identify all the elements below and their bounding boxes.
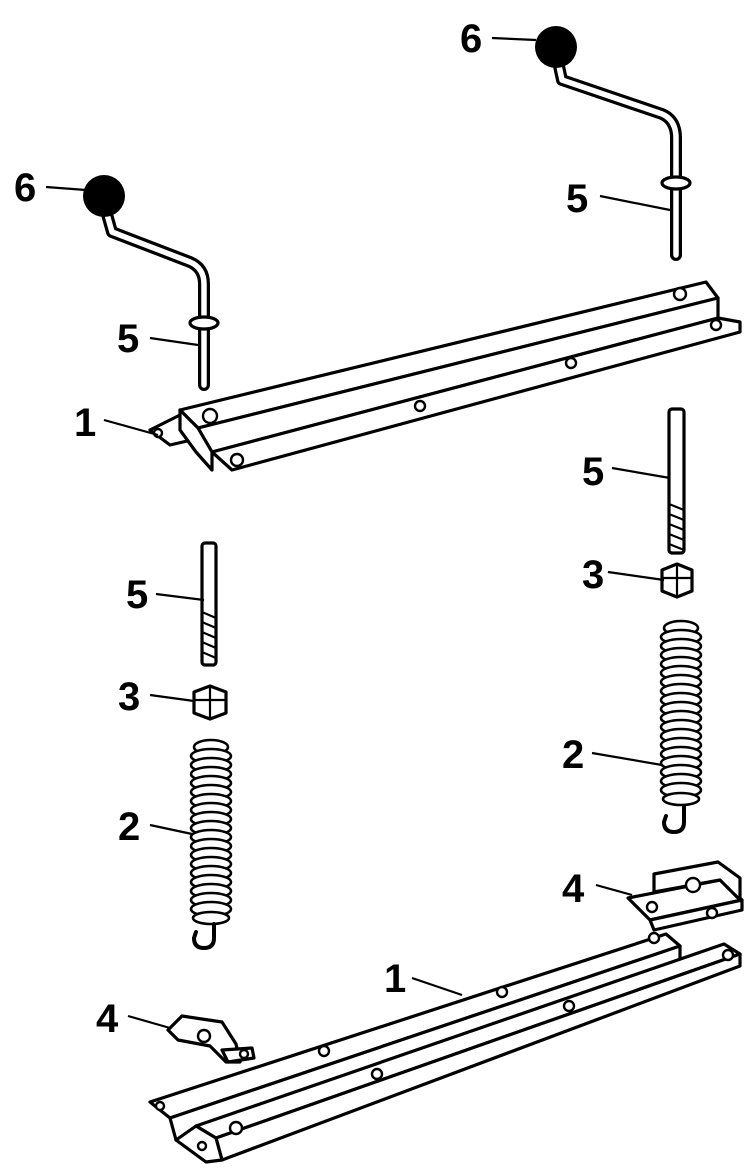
callout-rail-top: 1 [74, 401, 96, 445]
bracket-left-hole [238, 1048, 250, 1060]
bracket-right-hole [645, 900, 659, 914]
rail-bottom-hole [562, 999, 576, 1013]
rail-bottom-hole [370, 1067, 384, 1081]
callouts: 6 6 5 5 1 5 3 5 3 2 2 4 1 4 [14, 17, 604, 1041]
rail-top-hole [201, 407, 219, 425]
bracket-right-hole [705, 906, 719, 920]
threaded-rod-left [200, 541, 218, 667]
rail-top [148, 280, 742, 472]
nut-left [192, 684, 228, 721]
callout-nut-right: 3 [582, 553, 604, 597]
callout-rod-upper-right: 5 [566, 177, 588, 221]
rail-bottom-hole [154, 1100, 166, 1112]
callout-nut-left: 3 [118, 675, 140, 719]
callout-bracket-right: 4 [562, 867, 585, 911]
knob-right-ball [535, 26, 577, 68]
callout-rod-lower-left: 5 [126, 573, 148, 617]
rail-top-hole [229, 452, 245, 468]
rail-bottom-hole [495, 985, 509, 999]
spring-right [659, 619, 703, 835]
rail-bottom-hole [196, 1140, 208, 1152]
callout-rod-upper-left: 5 [117, 317, 139, 361]
rail-bottom-hole [721, 948, 735, 962]
bracket-left-hole [196, 1028, 212, 1044]
nut-right [660, 562, 694, 599]
threaded-rod-right [667, 407, 686, 555]
rail-bottom-hole [647, 931, 661, 945]
callout-knob-right: 6 [460, 17, 482, 61]
lever-right [535, 26, 692, 261]
rail-top-hole [672, 286, 688, 302]
callout-rail-bottom: 1 [384, 957, 406, 1001]
callout-bracket-left: 4 [96, 997, 119, 1041]
rail-top-hole [564, 356, 578, 370]
rail-top-hole [709, 318, 723, 332]
bracket-right-hole [684, 876, 702, 894]
rail-top-hole [152, 427, 164, 439]
spring-left [189, 738, 233, 951]
leader-lines [45, 36, 671, 1030]
rail-bottom-hole [228, 1120, 244, 1136]
lever-left [83, 175, 220, 391]
rail-top-hole [413, 399, 427, 413]
callout-knob-left: 6 [14, 166, 36, 210]
knob-left-ball [83, 175, 125, 217]
callout-spring-right: 2 [562, 733, 584, 777]
rail-bottom [148, 931, 742, 1164]
callout-spring-left: 2 [118, 805, 140, 849]
bracket-left [166, 1014, 256, 1064]
bracket-right [626, 860, 744, 932]
callout-rod-lower-right: 5 [582, 450, 604, 494]
rail-bottom-hole [317, 1044, 331, 1058]
